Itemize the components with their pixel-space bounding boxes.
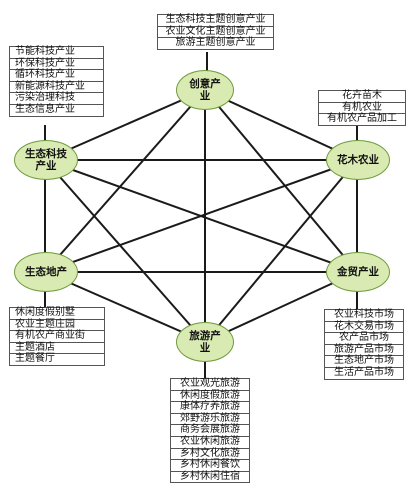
box-item: 农业观光旅游 [171, 378, 249, 391]
box-tourism: 农业观光旅游 休闲度假旅游 康体疗养旅游 郊野游乐旅游 商务会展旅游 农业休闲旅… [170, 378, 250, 484]
node-creative: 创意产业 [176, 70, 234, 110]
node-eco-estate-label: 生态地产 [25, 266, 67, 278]
box-item: 乡村休闲餐饮 [171, 460, 249, 472]
box-item: 花木交易市场 [325, 321, 403, 334]
node-tourism-label: 旅游产业 [189, 330, 221, 354]
node-trade: 金贸产业 [326, 252, 390, 292]
node-eco-tech: 生态科技产业 [14, 140, 78, 180]
box-item: 郊野游乐旅游 [171, 413, 249, 426]
box-flower-agri: 花卉苗木 有机农业 有机农产品加工 [318, 90, 406, 126]
node-eco-estate: 生态地产 [14, 252, 78, 292]
node-creative-label: 创意产业 [189, 78, 221, 102]
box-item: 农产品市场 [325, 333, 403, 345]
box-eco-tech: 节能科技产业 环保科技产业 循环科技产业 新能源科技产业 污染治理科技 生态信息… [9, 46, 104, 117]
edge-flower-estate [44, 159, 358, 273]
box-item: 商务会展旅游 [171, 425, 249, 437]
box-item: 乡村休闲住宿 [180, 470, 240, 482]
edge-creative-trade [204, 89, 358, 273]
node-trade-label: 金贸产业 [337, 266, 379, 278]
box-creative: 生态科技主题创意产业 农业文化主题创意产业 旅游主题创意产业 [157, 14, 274, 50]
edge-ecotech-tourism [44, 159, 206, 343]
node-tourism: 旅游产业 [176, 322, 234, 362]
box-item: 乡村文化旅游 [171, 448, 249, 461]
box-item: 花卉苗木 [319, 90, 405, 103]
box-item: 生态信息产业 [15, 103, 75, 115]
node-flower-agri-label: 花木农业 [337, 154, 379, 166]
box-item: 旅游产品市场 [325, 344, 403, 357]
box-item: 农业主题庄园 [10, 319, 104, 332]
box-item: 生态地产市场 [325, 356, 403, 368]
box-item: 新能源科技产业 [10, 81, 103, 94]
edge-flower-tourism [204, 159, 358, 343]
box-item: 节能科技产业 [10, 46, 103, 59]
edge-creative-estate [44, 89, 206, 273]
box-item: 污染治理科技 [10, 93, 103, 105]
box-item: 环保科技产业 [10, 58, 103, 71]
box-item: 农业休闲旅游 [171, 436, 249, 449]
box-item: 旅游主题创意产业 [175, 37, 256, 49]
box-item: 生活产品市场 [334, 366, 394, 378]
box-item: 生态科技主题创意产业 [158, 14, 273, 27]
box-item: 循环科技产业 [10, 70, 103, 82]
box-item: 休闲度假旅游 [171, 390, 249, 403]
box-item: 农业文化主题创意产业 [158, 26, 273, 39]
box-item: 主题酒店 [10, 342, 104, 355]
node-eco-tech-label: 生态科技产业 [25, 148, 67, 172]
box-item: 主题餐厅 [15, 353, 55, 365]
box-item: 有机农业 [319, 102, 405, 115]
box-item: 农业科技市场 [325, 309, 403, 322]
box-item: 休闲度假别墅 [10, 307, 104, 320]
box-trade: 农业科技市场 花木交易市场 农产品市场 旅游产品市场 生态地产市场 生活产品市场 [324, 309, 404, 380]
box-eco-estate: 休闲度假别墅 农业主题庄园 有机农产商业街 主题酒店 主题餐厅 [9, 307, 105, 366]
box-item: 有机农产品加工 [327, 113, 397, 125]
box-item: 有机农产商业街 [10, 331, 104, 343]
box-item: 康体疗养旅游 [171, 402, 249, 414]
node-flower-agri: 花木农业 [326, 140, 390, 180]
